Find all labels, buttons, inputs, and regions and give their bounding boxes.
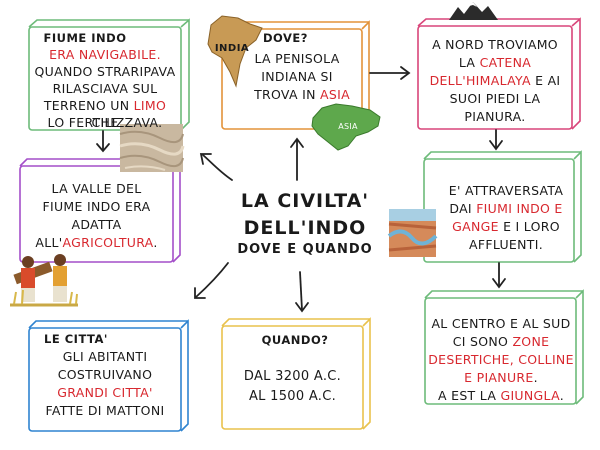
quando-line1: DAL 3200 A.C. [243,369,342,384]
citta-line3: GRANDI CITTA' [57,385,153,400]
fiume-line3: RILASCIAVA SUL [52,81,158,96]
nord-line1: A NORD TROVIAMO [432,37,558,52]
attr-line1: E' ATTRAVERSATA [448,183,564,198]
arrow-center-to-quando [299,271,303,311]
fiume-line1: ERA NAVIGABILE. [49,47,161,62]
nord-line4: SUOI PIEDI LA [449,91,541,106]
arrow-center-to-citta [195,262,229,298]
centro-line2: CI SONO ZONE [452,334,550,349]
title-line3: DOVE E QUANDO [237,242,373,257]
india-map-label: INDIA [214,43,250,54]
valle-line3: ADATTA [71,217,122,232]
frame-quando [221,317,371,430]
quando-heading: QUANDO? [261,333,329,347]
asia-map-icon [311,103,381,151]
title-line2: DELL'INDO [243,217,367,239]
farmers-illustration [10,254,78,307]
citta-heading: LE CITTA' [44,332,108,346]
frame-nord [417,17,581,130]
centro-line5: A EST LA GIUNGLA. [438,388,564,403]
fiume-line4: TERRENO UN LIMO CHE [43,98,167,130]
citta-line4: FATTE DI MATTONI [45,403,165,418]
nord-line2: LA CATENA [458,55,532,70]
fiume-line5: LO FERTILIZZAVA. [47,115,163,130]
attr-line3: GANGE E I LORO [452,219,560,234]
asia-map-label: ASIA [338,122,358,131]
arrows [96,66,506,313]
arrow-center-to-valle [202,154,233,181]
centro-line3: DESERTICHE, COLLINE [428,352,574,367]
valle-line2: FIUME INDO ERA [42,199,151,214]
frame-fiume [28,18,190,131]
citta-line2: COSTRUIVANO [57,367,153,382]
attr-line4: AFFLUENTI. [469,237,543,252]
river-canyon-image [387,209,438,257]
citta-line1: GLI ABITANTI [62,349,148,364]
frame-centro [424,289,584,405]
nord-line5: PIANURA. [464,109,526,124]
fiume-heading: FIUME INDO [43,31,127,45]
frame-citta [28,319,189,432]
dove-line3: TROVA IN ASIA [254,87,350,102]
india-map-icon [207,15,263,88]
fiume-line2: QUANDO STRARIPAVA [34,64,176,79]
attr-line2: DAI FIUMI INDO E [449,201,563,216]
centro-line4: E PIANURE. [464,370,538,385]
dove-heading: DOVE? [263,31,308,45]
valle-line1: LA VALLE DEL [51,181,142,196]
title-line1: LA CIVILTA' [240,190,370,212]
dove-line1: LA PENISOLA [254,51,340,66]
quando-line2: AL 1500 A.C. [248,389,337,404]
dove-line2: INDIANA SI [261,69,333,84]
mountains-icon [449,2,498,20]
valle-line4: ALL'AGRICOLTURA. [35,235,158,250]
nord-line3: DELL'HIMALAYA E AI [429,73,561,88]
centro-line1: AL CENTRO E AL SUD [431,316,571,331]
limo-texture-image [119,124,185,172]
